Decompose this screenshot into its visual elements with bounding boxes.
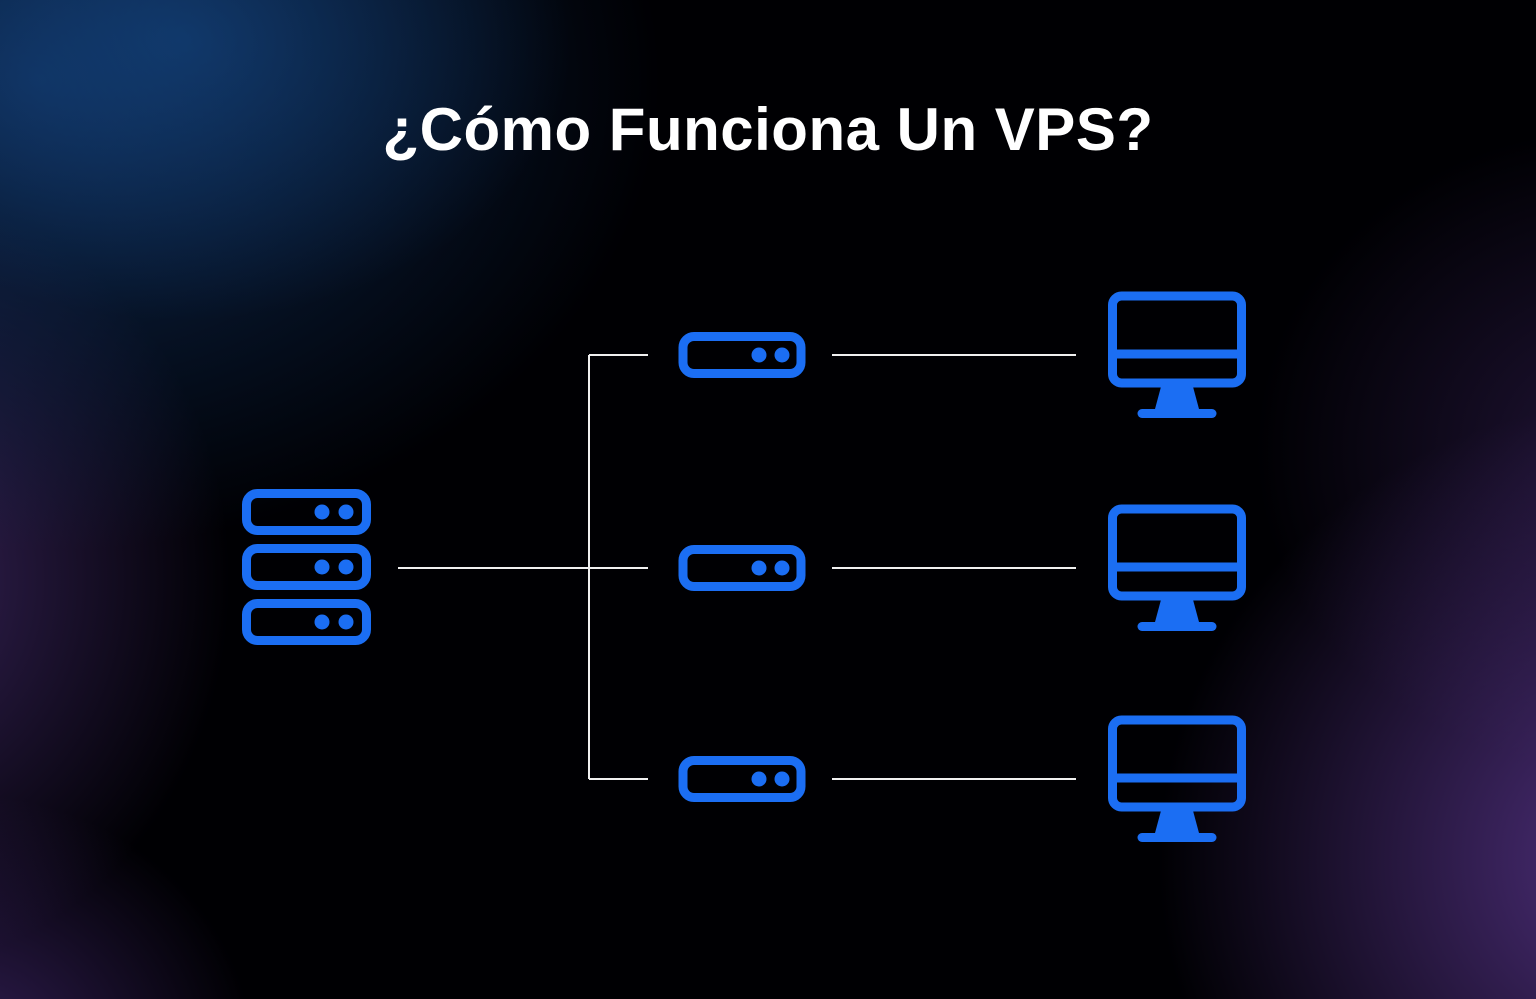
monitor-icon <box>1108 504 1246 631</box>
vps-server-icon <box>678 756 806 802</box>
server-stack-icon <box>242 489 371 645</box>
page-title: ¿Cómo Funciona Un VPS? <box>382 96 1154 163</box>
vps-server-icon <box>678 332 806 378</box>
monitor-icon <box>1108 715 1246 842</box>
monitor-icon <box>1108 291 1246 418</box>
vps-server-icon <box>678 545 806 591</box>
connector-lines <box>398 354 1076 780</box>
